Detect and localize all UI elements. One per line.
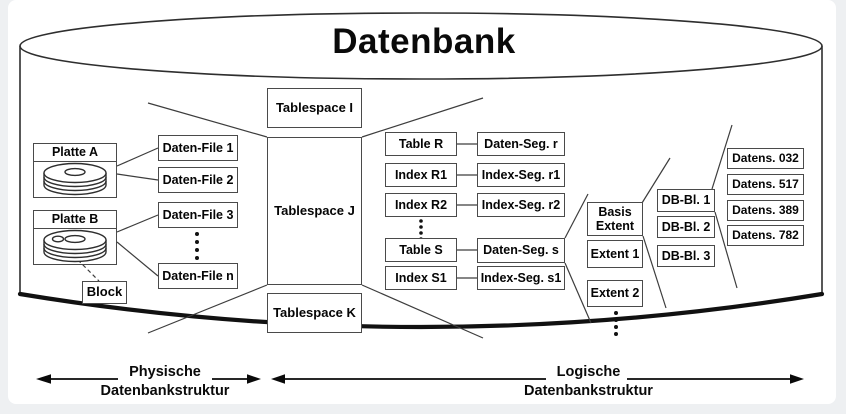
disk-a-icon: [43, 162, 107, 196]
database-cylinder-shape: [17, 12, 825, 330]
record-box: Datens. 517: [727, 174, 804, 195]
db-block-box: DB-Bl. 2: [657, 216, 715, 238]
logical-range-arrow: [271, 374, 804, 384]
legend-line: Physische: [129, 364, 201, 380]
tablespace-box: Tablespace K: [267, 293, 362, 333]
table-box: Table S: [385, 238, 457, 262]
segment-box: Index-Seg. r2: [477, 193, 565, 217]
disk-b-icon: [43, 229, 107, 263]
segment-box: Daten-Seg. r: [477, 132, 565, 156]
record-box: Datens. 032: [727, 148, 804, 169]
tablespace-box: Tablespace I: [267, 88, 362, 128]
block-sector-marker: [51, 235, 65, 243]
table-segment-connectors: [457, 143, 477, 279]
hierarchy-fan-lines: [147, 97, 738, 339]
table-box: Index R2: [385, 193, 457, 217]
daten-file-box: Daten-File 1: [158, 135, 238, 161]
segment-box: Index-Seg. r1: [477, 163, 565, 187]
legend-line: Datenbankstruktur: [100, 382, 230, 399]
extent-box: Basis Extent: [587, 202, 643, 236]
block-box: Block: [82, 281, 127, 304]
physical-range-arrow: [36, 374, 261, 384]
diagram-title: Datenbank: [332, 22, 516, 61]
daten-file-box: Daten-File 2: [158, 167, 238, 193]
disk-label: Platte B: [34, 211, 116, 229]
disk-box-platte-b: Platte B: [33, 210, 117, 265]
table-box: Index R1: [385, 163, 457, 187]
db-block-box: DB-Bl. 3: [657, 245, 715, 267]
disk-box-platte-a: Platte A: [33, 143, 117, 198]
segment-box: Daten-Seg. s: [477, 238, 565, 263]
db-block-box: DB-Bl. 1: [657, 189, 715, 212]
logical-structure-label: Logische Datenbankstruktur: [516, 363, 661, 401]
daten-file-box: Daten-File 3: [158, 202, 238, 228]
tablespace-box: Tablespace J: [267, 137, 362, 285]
daten-file-box: Daten-File n: [158, 263, 238, 289]
extent-box: Extent 1: [587, 240, 643, 268]
disk-label: Platte A: [34, 144, 116, 162]
extent-box: Extent 2: [587, 280, 643, 307]
record-box: Datens. 782: [727, 225, 804, 246]
segment-box: Index-Seg. s1: [477, 266, 565, 290]
legend-line: Datenbankstruktur: [524, 382, 653, 399]
disk-file-connectors: [116, 147, 159, 277]
physical-structure-label: Physische Datenbankstruktur: [95, 363, 235, 401]
table-box: Index S1: [385, 266, 457, 290]
table-box: Table R: [385, 132, 457, 156]
record-box: Datens. 389: [727, 200, 804, 221]
legend-line: Logische: [556, 364, 621, 380]
